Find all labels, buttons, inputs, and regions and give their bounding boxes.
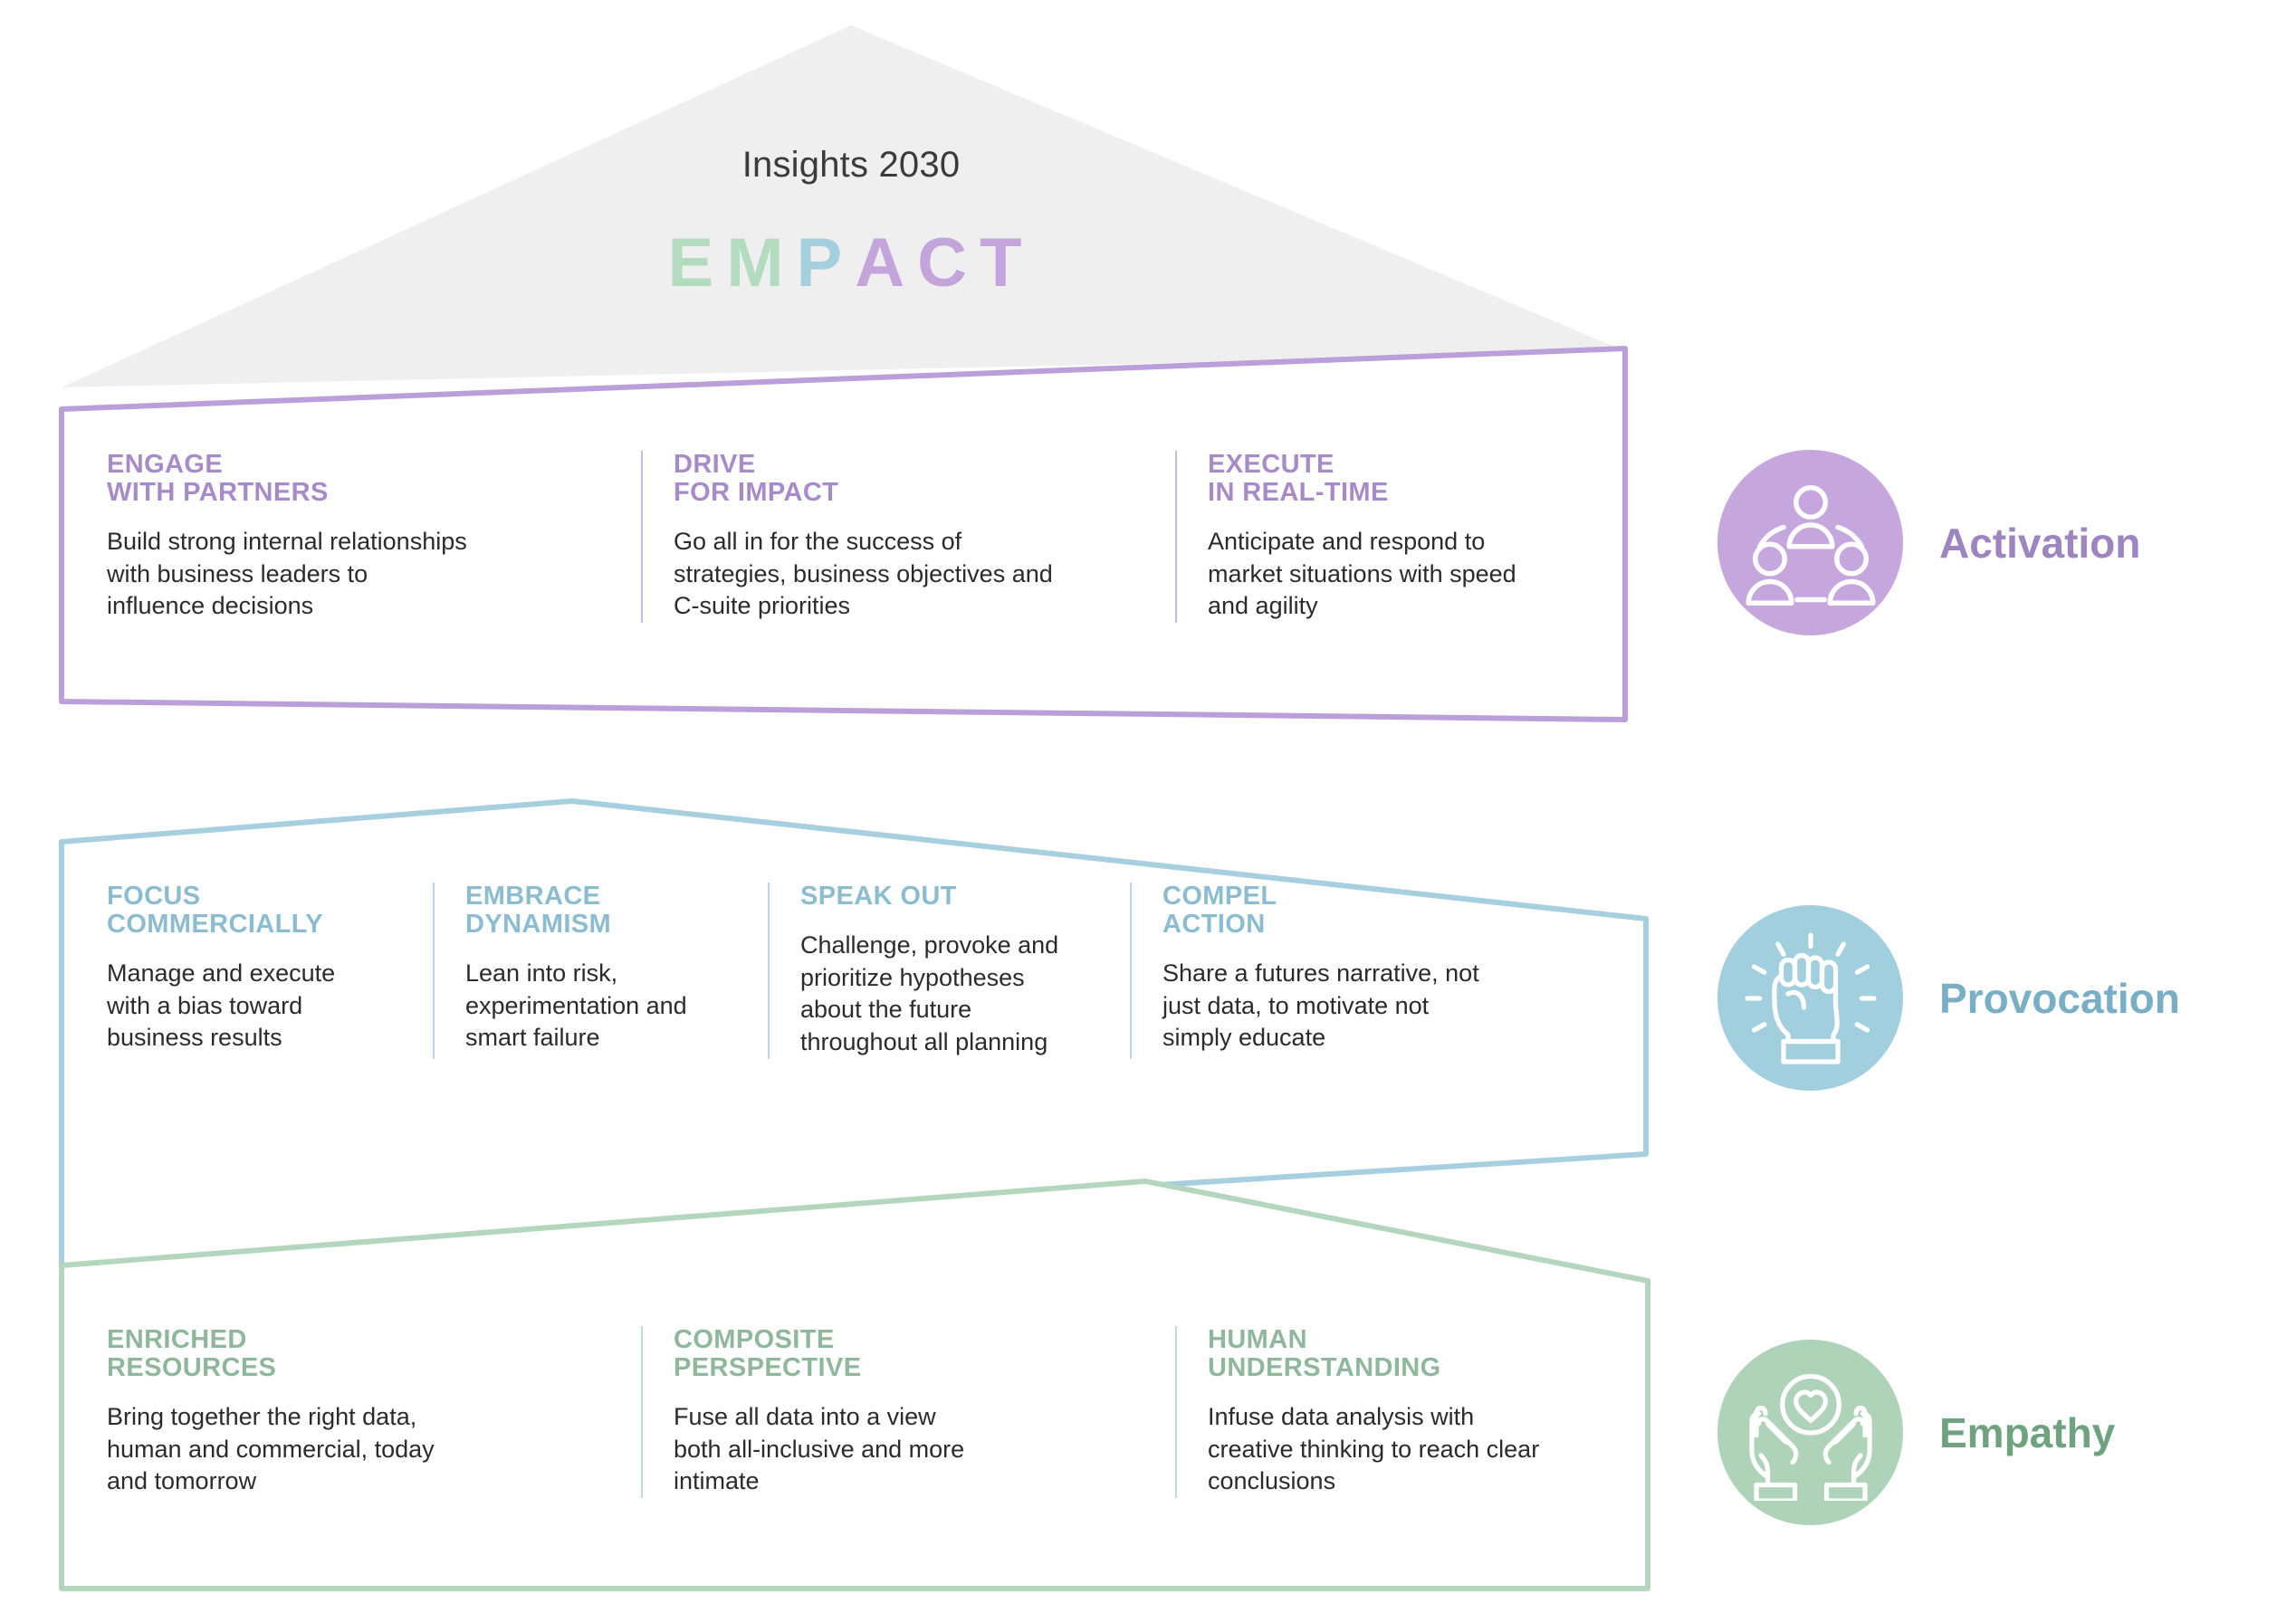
card-body: Anticipate and respond to market situati…	[1208, 528, 1516, 620]
card-body: Bring together the right data, human and…	[107, 1403, 435, 1495]
legend-label: Activation	[1939, 519, 2141, 567]
legend-label: Provocation	[1939, 974, 2180, 1022]
activation-icon-badge	[1717, 450, 1903, 635]
legend-label: Empathy	[1939, 1408, 2116, 1456]
card-compel-action: COMPEL ACTION Share a futures narrative,…	[1130, 882, 1555, 1059]
band-content-activation: ENGAGE WITH PARTNERS Build strong intern…	[107, 450, 1574, 623]
legend-item-empathy: Empathy	[1717, 1340, 2115, 1525]
band-content-empathy: ENRICHED RESOURCES Bring together the ri…	[107, 1325, 1592, 1498]
hands-heart-icon	[1743, 1365, 1879, 1501]
card-title: ENRICHED RESOURCES	[107, 1325, 277, 1383]
card-drive-for-impact: DRIVE FOR IMPACT Go all in for the succe…	[641, 450, 1175, 623]
card-body: Share a futures narrative, not just data…	[1162, 959, 1479, 1052]
card-embrace-dynamism: EMBRACE DYNAMISM Lean into risk, experim…	[433, 882, 768, 1059]
roof-triangle	[62, 25, 1630, 387]
card-title: COMPEL ACTION	[1162, 882, 1277, 940]
card-body: Infuse data analysis with creative think…	[1208, 1403, 1540, 1495]
card-engage-with-partners: ENGAGE WITH PARTNERS Build strong intern…	[107, 450, 641, 623]
card-title: DRIVE FOR IMPACT	[674, 450, 839, 508]
card-title: COMPOSITE PERSPECTIVE	[674, 1325, 862, 1383]
people-network-icon	[1743, 475, 1879, 611]
card-body: Challenge, provoke and prioritize hypoth…	[800, 931, 1059, 1055]
band-content-provocation: FOCUS COMMERCIALLY Manage and execute wi…	[107, 882, 1628, 1059]
legend-item-provocation: Provocation	[1717, 905, 2180, 1091]
card-title: HUMAN UNDERSTANDING	[1208, 1325, 1441, 1383]
card-body: Go all in for the success of strategies,…	[674, 528, 1053, 620]
card-title: ENGAGE WITH PARTNERS	[107, 450, 329, 508]
provocation-icon-badge	[1717, 905, 1903, 1091]
band-outline-empathy	[59, 1179, 1650, 1591]
card-body: Manage and execute with a bias toward bu…	[107, 959, 336, 1052]
card-body: Fuse all data into a view both all-inclu…	[674, 1403, 965, 1495]
band-outline-activation	[59, 346, 1628, 722]
card-focus-commercially: FOCUS COMMERCIALLY Manage and execute wi…	[107, 882, 433, 1059]
card-human-understanding: HUMAN UNDERSTANDING Infuse data analysis…	[1175, 1325, 1592, 1498]
card-body: Lean into risk, experimentation and smar…	[465, 959, 687, 1052]
card-title: EMBRACE DYNAMISM	[465, 882, 612, 940]
legend-item-activation: Activation	[1717, 450, 2140, 635]
card-title: FOCUS COMMERCIALLY	[107, 882, 323, 940]
card-speak-out: SPEAK OUT Challenge, provoke and priorit…	[768, 882, 1130, 1059]
raised-fist-icon	[1743, 931, 1879, 1066]
empathy-icon-badge	[1717, 1340, 1903, 1525]
card-body: Build strong internal relationships with…	[107, 528, 467, 620]
card-title: SPEAK OUT	[800, 882, 957, 911]
card-composite-perspective: COMPOSITE PERSPECTIVE Fuse all data into…	[641, 1325, 1175, 1498]
card-enriched-resources: ENRICHED RESOURCES Bring together the ri…	[107, 1325, 641, 1498]
card-title: EXECUTE IN REAL-TIME	[1208, 450, 1389, 508]
card-execute-in-real-time: EXECUTE IN REAL-TIME Anticipate and resp…	[1175, 450, 1574, 623]
